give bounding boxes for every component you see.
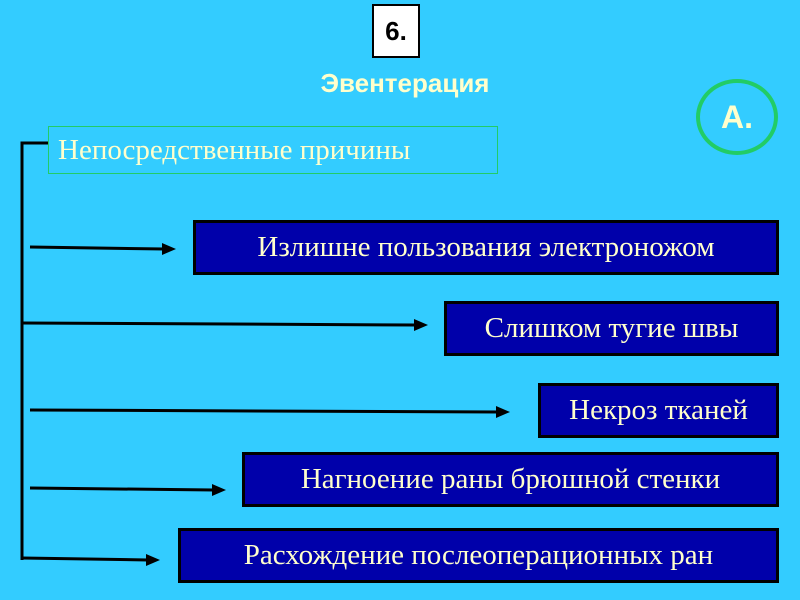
arrow-line-5	[21, 556, 149, 562]
cause-box-wound-suppuration: Нагноение раны брюшной стенки	[242, 452, 779, 507]
main-vertical-connector	[20, 141, 48, 560]
slide-number-badge: 6.	[372, 4, 420, 58]
arrow-line-1	[29, 245, 165, 251]
arrowhead-2	[414, 319, 428, 331]
arrow-line-3	[29, 408, 499, 414]
arrow-line-2	[21, 321, 417, 327]
arrowhead-5	[146, 554, 160, 566]
arrowhead-3	[496, 406, 510, 418]
arrowhead-1	[162, 243, 176, 255]
section-circle-label: А.	[696, 79, 778, 155]
cause-box-tight-sutures: Слишком тугие швы	[444, 301, 779, 356]
cause-box-electroknife: Излишне пользования электроножом	[193, 220, 779, 275]
cause-box-tissue-necrosis: Некроз тканей	[538, 383, 779, 438]
causes-header: Непосредственные причины	[48, 126, 498, 174]
arrowhead-4	[212, 484, 226, 496]
slide-title: Эвентерация	[320, 68, 490, 98]
arrow-line-4	[29, 486, 215, 492]
cause-box-wound-dehiscence: Расхождение послеоперационных ран	[178, 528, 779, 583]
